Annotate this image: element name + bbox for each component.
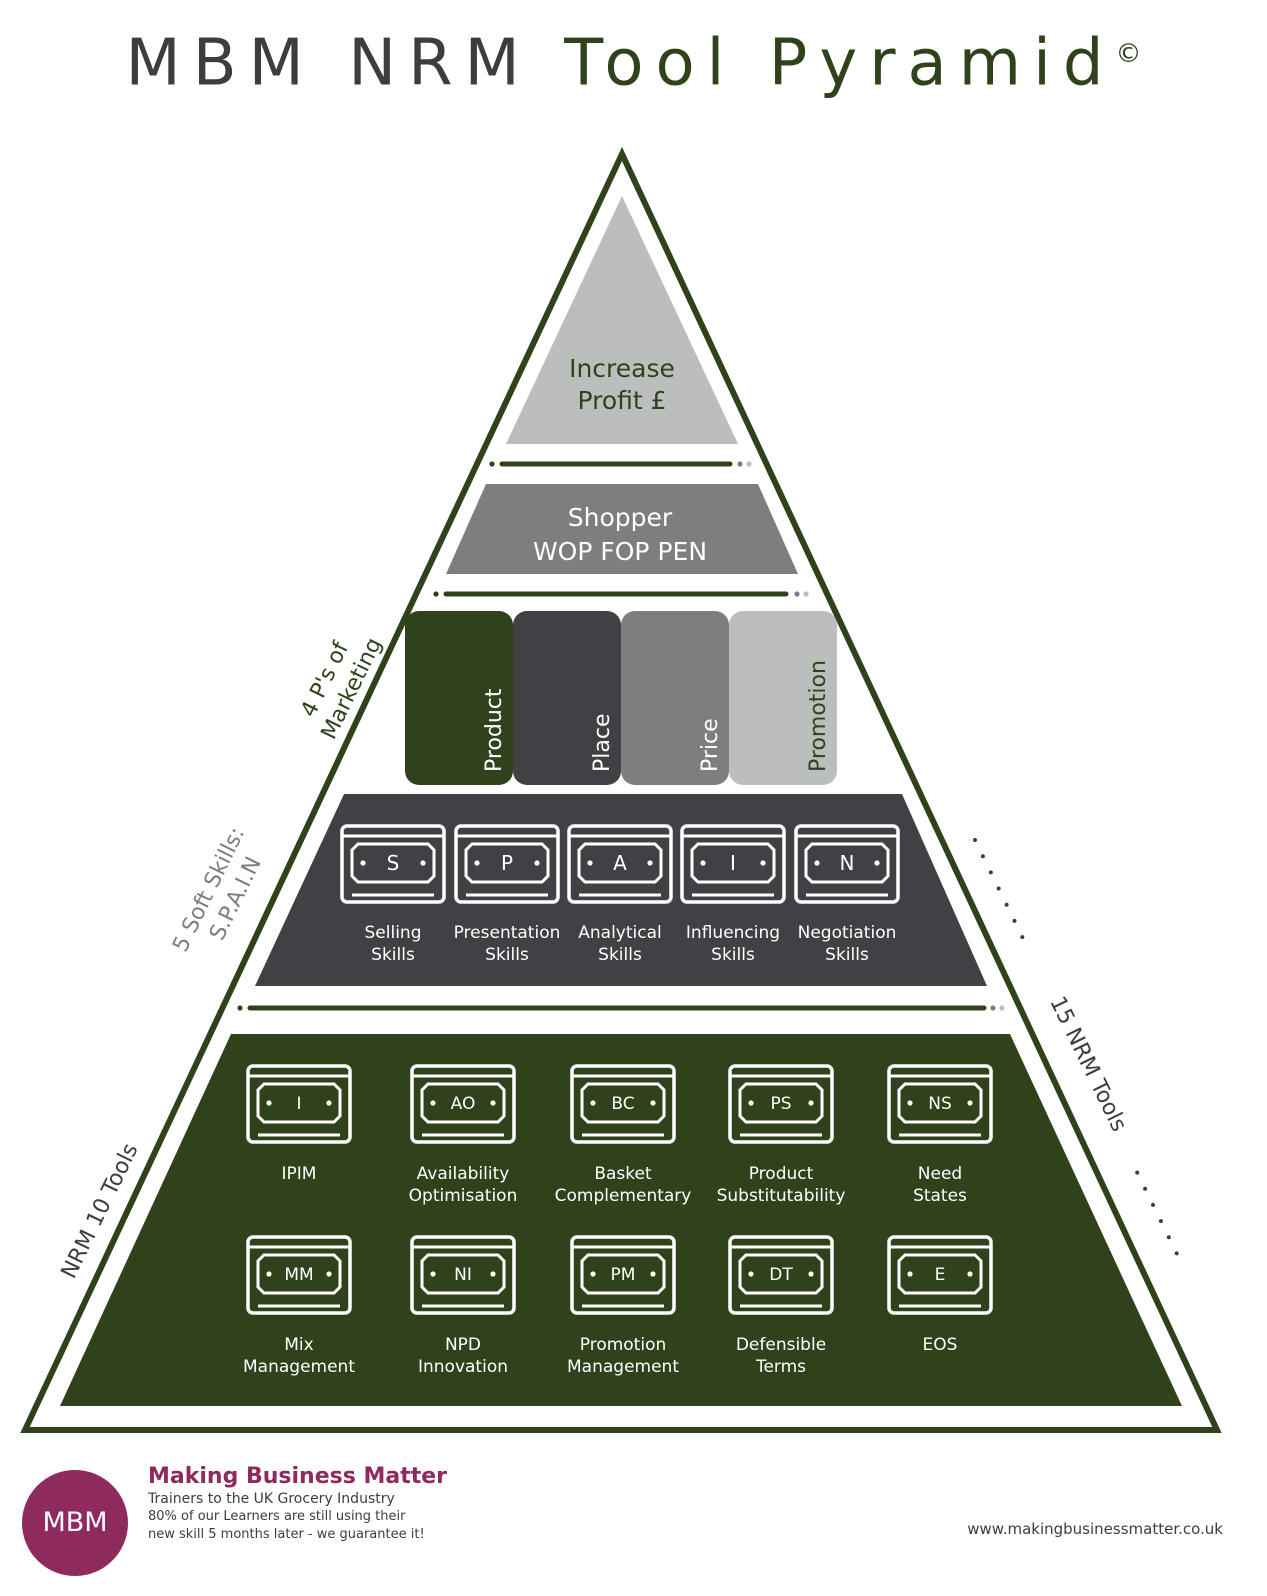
skill-code: S [387, 851, 400, 875]
skill-label-line-2: Skills [598, 945, 642, 965]
tool-label-line-2: Innovation [418, 1357, 508, 1377]
tool-label-line-1: Basket [594, 1164, 652, 1184]
tool-icon: MM [246, 1235, 352, 1315]
right-dot-trail [973, 838, 1179, 1256]
tool-code: E [935, 1265, 946, 1285]
divider-2 [433, 591, 809, 597]
nrm-tools-right-label: 15 NRM Tools [1044, 993, 1131, 1136]
skill-label-line-1: Selling [365, 923, 422, 943]
skill-icon: N [794, 824, 900, 904]
soft-skills-items: SSellingSkillsPPresentationSkillsAAnalyt… [340, 824, 900, 965]
pyramid-outline [20, 146, 1222, 1433]
marketing-column-label: Product [482, 688, 507, 772]
marketing-column-label: Price [698, 718, 723, 772]
skill-label-line-2: Skills [371, 945, 415, 965]
marketing-column-1 [405, 611, 513, 785]
title-part-2: Tool Pyramid [564, 26, 1116, 101]
title-part-1: MBM NRM [125, 26, 532, 101]
marketing-column-label: Place [590, 714, 615, 773]
tool-code: MM [284, 1265, 313, 1285]
skill-code: N [840, 851, 855, 875]
tool-icon: I [246, 1064, 352, 1144]
divider-3 [237, 1005, 1005, 1011]
tool-code: PM [611, 1265, 636, 1285]
marketing-column-4 [729, 611, 837, 785]
website-link[interactable]: www.makingbusinessmatter.co.uk [967, 1520, 1223, 1538]
marketing-column-3 [621, 611, 729, 785]
skill-label-line-1: Influencing [686, 923, 780, 943]
skill-label-line-1: Negotiation [798, 923, 897, 943]
brand-tagline: Trainers to the UK Grocery Industry [148, 1491, 395, 1507]
tool-label-line-1: Promotion [580, 1335, 667, 1355]
skill-icon: P [454, 824, 560, 904]
brand-claim-line-2: new skill 5 months later - we guarantee … [148, 1527, 425, 1542]
tool-code: BC [611, 1094, 634, 1114]
mbm-logo[interactable]: MBM [22, 1470, 128, 1576]
tool-label-line-2: Complementary [555, 1186, 692, 1206]
tool-code: I [296, 1094, 301, 1114]
skill-label-line-2: Skills [485, 945, 529, 965]
skill-label-line-2: Skills [825, 945, 869, 965]
tool-label-line-1: IPIM [282, 1164, 317, 1184]
tool-code: NI [454, 1265, 472, 1285]
brand-name: Making Business Matter [148, 1464, 448, 1489]
tool-label-line-2: Optimisation [409, 1186, 518, 1206]
skill-icon: I [680, 824, 786, 904]
tool-code: PS [770, 1094, 791, 1114]
marketing-columns: Product Place Price Promotion [405, 611, 837, 785]
footer: MBM Making Business Matter Trainers to t… [0, 1450, 1267, 1596]
shopper-line-2: WOP FOP PEN [533, 537, 707, 566]
skill-icon: A [567, 824, 673, 904]
tool-label-line-2: Substitutability [717, 1186, 846, 1206]
tool-label-line-1: Mix [284, 1335, 313, 1355]
soft-skills-band [255, 794, 987, 986]
soft-skills-side-label: 5 Soft Skills: S.P.A.I.N [168, 817, 278, 968]
tool-label-line-2: Terms [755, 1357, 806, 1377]
tool-label-line-1: Availability [417, 1164, 510, 1184]
tool-icon: BC [570, 1064, 676, 1144]
tool-icon: PS [728, 1064, 834, 1144]
skill-label-line-1: Analytical [578, 923, 661, 943]
tool-label-line-1: Need [918, 1164, 962, 1184]
tool-icon: E [887, 1235, 993, 1315]
tool-code: AO [451, 1094, 476, 1114]
tool-label-line-1: Product [749, 1164, 814, 1184]
skill-code: I [730, 851, 736, 875]
tool-label-line-1: EOS [923, 1335, 958, 1355]
tool-label-line-2: Management [567, 1357, 679, 1377]
marketing-column-label: Promotion [806, 660, 831, 772]
brand-claim-line-1: 80% of our Learners are still using thei… [148, 1509, 406, 1524]
divider-1 [489, 461, 752, 467]
copyright-mark: © [1115, 39, 1142, 69]
marketing-column-2 [513, 611, 621, 785]
tool-label-line-1: Defensible [736, 1335, 826, 1355]
apex-line-1: Increase [569, 354, 675, 383]
apex-line-2: Profit £ [577, 386, 666, 415]
tool-icon: NI [410, 1235, 516, 1315]
skill-label-line-1: Presentation [454, 923, 561, 943]
skill-code: A [613, 851, 627, 875]
brand-block: Making Business Matter Trainers to the U… [148, 1464, 447, 1544]
tool-label-line-2: Management [243, 1357, 355, 1377]
skill-label-line-2: Skills [711, 945, 755, 965]
tool-icon: PM [570, 1235, 676, 1315]
shopper-band [446, 484, 798, 574]
tool-code: NS [928, 1094, 952, 1114]
skill-icon: S [340, 824, 446, 904]
shopper-line-1: Shopper [568, 503, 673, 532]
apex-triangle [506, 196, 738, 444]
tool-icon: AO [410, 1064, 516, 1144]
tool-icon: NS [887, 1064, 993, 1144]
tool-icon: DT [728, 1235, 834, 1315]
skill-code: P [501, 851, 513, 875]
tool-label-line-1: NPD [445, 1335, 481, 1355]
page-title: MBM NRM Tool Pyramid© [0, 14, 1267, 103]
tool-label-line-2: States [913, 1186, 967, 1206]
tool-code: DT [769, 1265, 793, 1285]
